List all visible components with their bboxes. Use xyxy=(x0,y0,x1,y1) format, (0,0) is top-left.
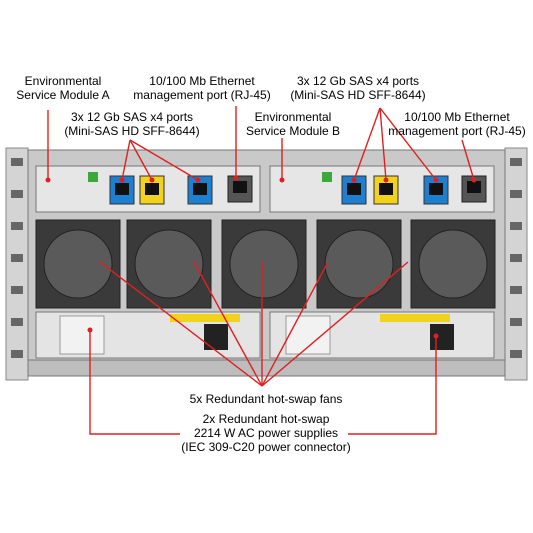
power-connector xyxy=(204,324,228,350)
esm-b xyxy=(269,165,495,213)
right-rack-ear xyxy=(504,147,528,381)
label-line: (Mini-SAS HD SFF-8644) xyxy=(64,124,200,138)
label-line: (Mini-SAS HD SFF-8644) xyxy=(290,88,426,102)
label-line: 5x Redundant hot-swap fans xyxy=(189,392,343,406)
label-line: 10/100 Mb Ethernet xyxy=(149,74,255,88)
label-line: 3x 12 Gb SAS x4 ports xyxy=(296,74,420,88)
callout-dots xyxy=(45,175,477,339)
label-line: management port (RJ-45) xyxy=(133,88,271,102)
label-line: 10/100 Mb Ethernet xyxy=(404,110,510,124)
label-fans: 5x Redundant hot-swap fans xyxy=(166,392,366,406)
status-led xyxy=(322,172,332,182)
label-esm-a: Environmental Service Module A xyxy=(0,74,126,102)
label-line: 3x 12 Gb SAS x4 ports xyxy=(70,110,194,124)
power-connector xyxy=(430,324,454,350)
chassis-base xyxy=(27,359,506,377)
label-line: Environmental xyxy=(254,110,332,124)
left-rack-ear xyxy=(5,147,29,381)
label-line: 2214 W AC power supplies xyxy=(193,426,339,440)
label-line: (IEC 309-C20 power connector) xyxy=(181,440,351,454)
label-line: Environmental xyxy=(24,74,102,88)
label-esm-b: Environmental Service Module B xyxy=(228,110,358,138)
label-sas-b: 3x 12 Gb SAS x4 ports (Mini-SAS HD SFF-8… xyxy=(276,74,440,102)
label-line: Service Module A xyxy=(16,88,110,102)
label-psu: 2x Redundant hot-swap 2214 W AC power su… xyxy=(160,412,372,454)
label-line: Service Module B xyxy=(245,124,341,138)
label-eth-b: 10/100 Mb Ethernet management port (RJ-4… xyxy=(382,110,532,138)
label-line: 2x Redundant hot-swap xyxy=(202,412,330,426)
label-sas-a: 3x 12 Gb SAS x4 ports (Mini-SAS HD SFF-8… xyxy=(50,110,214,138)
label-line: management port (RJ-45) xyxy=(388,124,526,138)
fan-row xyxy=(35,219,496,309)
psu-left xyxy=(35,311,261,359)
label-eth-a: 10/100 Mb Ethernet management port (RJ-4… xyxy=(112,74,292,102)
status-led xyxy=(88,172,98,182)
callout-lines xyxy=(47,106,475,435)
psu-right xyxy=(269,311,495,359)
